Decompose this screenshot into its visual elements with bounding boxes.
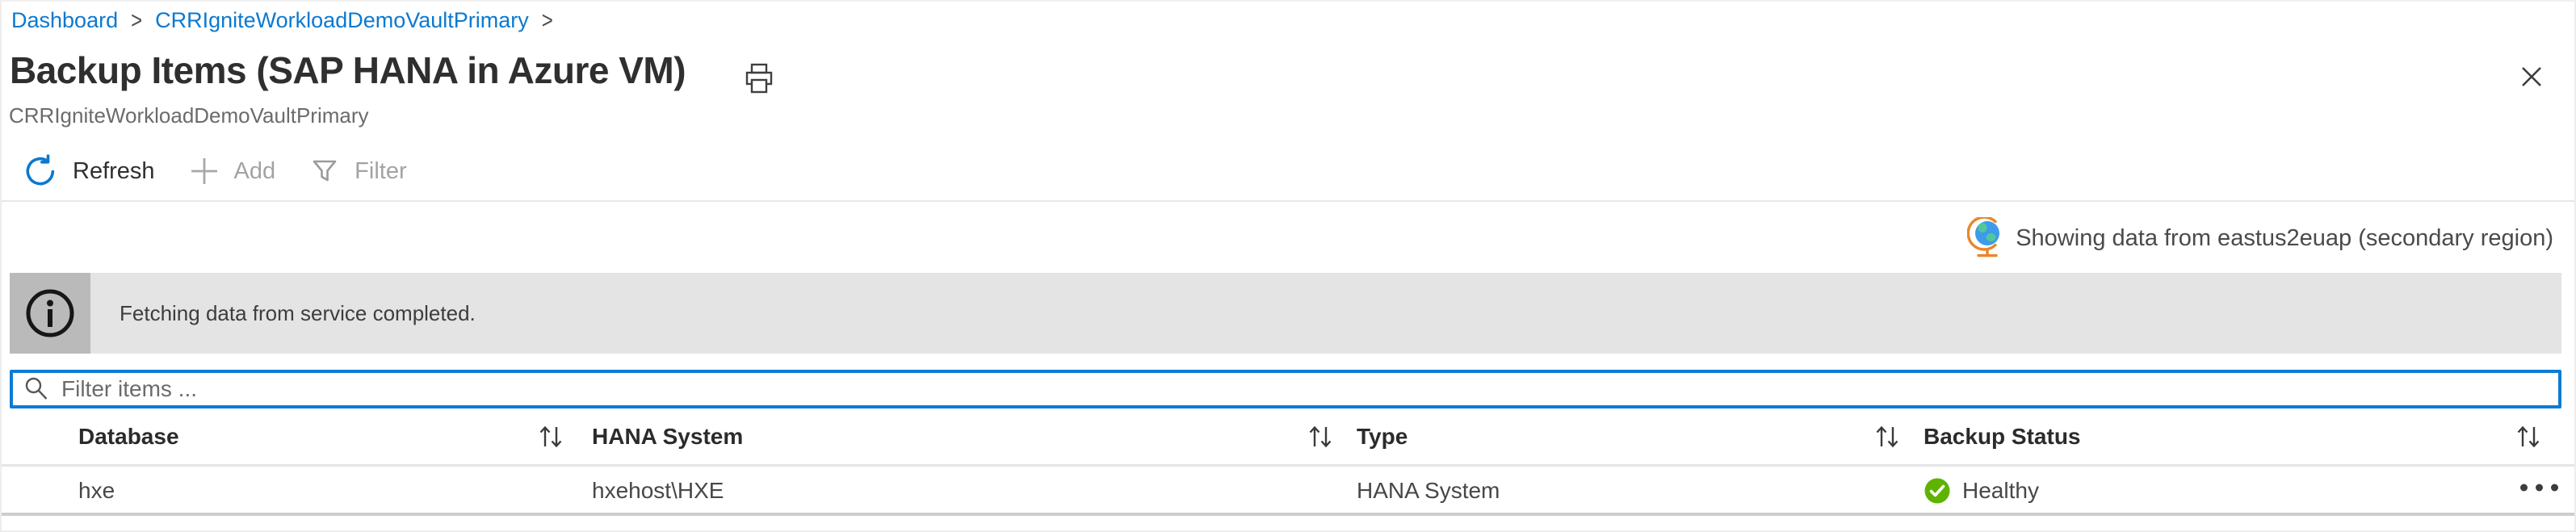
region-status-text: Showing data from eastus2euap (secondary… [2016,224,2553,251]
ellipsis-icon [2520,484,2528,492]
cell-backup-status: Healthy [1924,477,2574,505]
filter-items-box [10,370,2561,408]
refresh-label: Refresh [73,157,155,184]
ellipsis-icon [2551,484,2558,492]
vault-subtitle: CRRIgniteWorkloadDemoVaultPrimary [9,103,369,128]
breadcrumb-separator: > [541,6,553,34]
sort-icon [1307,421,1334,452]
info-icon [26,289,74,337]
info-banner-iconbox [10,273,90,354]
breadcrumb-link-vault[interactable]: CRRIgniteWorkloadDemoVaultPrimary [155,8,529,32]
column-header-type[interactable]: Type [1357,421,1924,452]
close-blade-button[interactable] [2518,63,2545,93]
info-banner: Fetching data from service completed. [10,273,2561,354]
printer-icon [745,63,773,94]
cell-database: hxe [2,478,592,504]
database-value: hxe [78,478,115,503]
breadcrumb-link-dashboard[interactable]: Dashboard [11,8,119,32]
region-status: Showing data from eastus2euap (secondary… [1967,217,2553,258]
filter-label: Filter [355,157,407,184]
info-banner-message: Fetching data from service completed. [120,300,476,325]
sort-icon [1873,421,1901,452]
cell-type: HANA System [1357,478,1924,504]
filter-button[interactable]: Filter [309,156,407,186]
globe-icon [1967,217,2000,258]
cell-hana-system: hxehost\HXE [592,478,1357,504]
funnel-icon [313,160,337,182]
refresh-button[interactable]: Refresh [23,153,155,189]
add-button[interactable]: Add [189,156,276,186]
column-header-hana-system[interactable]: HANA System [592,421,1357,452]
column-label: Database [78,423,179,449]
column-label: HANA System [592,423,744,449]
toolbar-divider [2,200,2574,202]
refresh-icon [26,154,55,186]
plus-icon [191,158,217,184]
healthy-status-icon [1924,478,1950,504]
column-header-backup-status[interactable]: Backup Status [1924,421,2574,452]
column-label: Backup Status [1924,423,2081,449]
sort-icon [537,421,564,452]
breadcrumb: Dashboard > CRRIgniteWorkloadDemoVaultPr… [11,6,553,34]
breadcrumb-separator: > [131,6,143,34]
table-row[interactable]: hxe hxehost\HXE HANA System Healthy [2,469,2574,516]
command-bar: Refresh Add Filter [23,150,407,192]
column-header-database[interactable]: Database [2,421,592,452]
sort-icon [2515,421,2542,452]
status-badge: Healthy [1962,478,2039,503]
add-label: Add [233,157,276,184]
page-title: Backup Items (SAP HANA in Azure VM) [10,49,686,91]
table-header: Database HANA System Type [2,408,2574,467]
filter-items-input[interactable] [61,373,2549,405]
column-label: Type [1357,423,1408,449]
type-value: HANA System [1357,478,1500,503]
row-more-actions-button[interactable] [2517,477,2561,497]
hana-system-value: hxehost\HXE [592,478,724,503]
search-icon [25,377,48,400]
print-button[interactable] [743,61,775,98]
close-icon [2522,67,2541,86]
ellipsis-icon [2536,484,2543,492]
